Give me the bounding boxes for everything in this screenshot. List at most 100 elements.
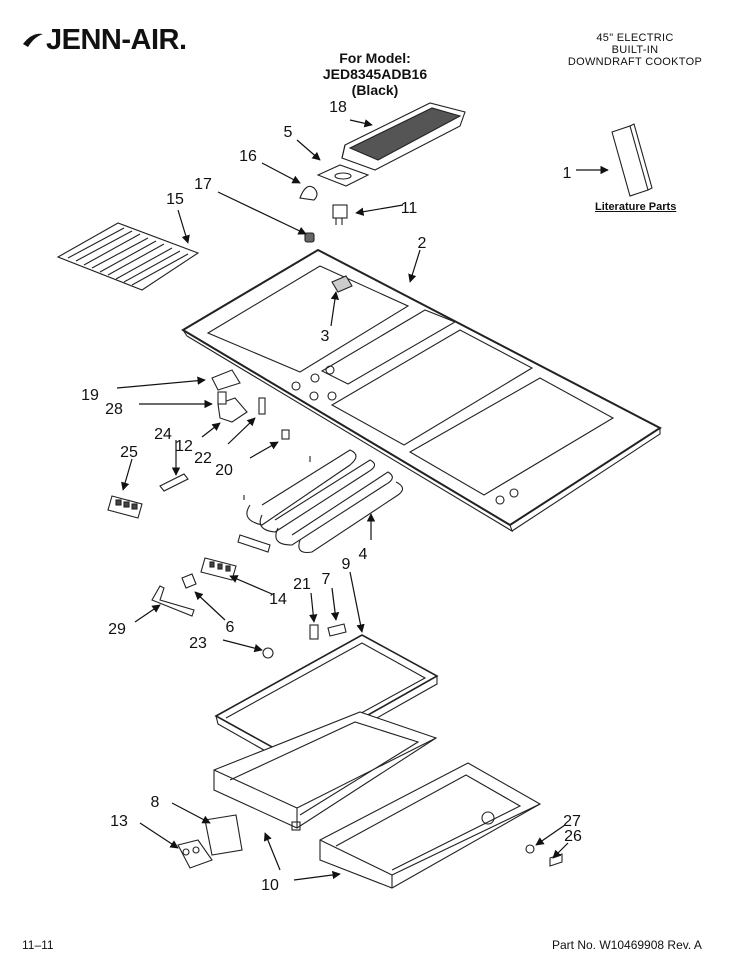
callout-number: 3 — [321, 328, 330, 345]
heating-element-part — [237, 449, 404, 554]
cooktop-frame-part — [181, 248, 662, 533]
callout-c27: 27 — [535, 813, 581, 846]
callout-number: 20 — [215, 462, 233, 479]
callout-c28: 28 — [105, 399, 213, 418]
product-title: 45" ELECTRIC BUILT-IN DOWNDRAFT COOKTOP — [560, 32, 710, 68]
callout-c1: 1 — [563, 165, 609, 182]
callout-arrow — [171, 802, 211, 824]
part-number: Part No. W10469908 Rev. A — [552, 938, 702, 952]
callout-c23: 23 — [189, 635, 263, 653]
callout-arrow — [349, 571, 365, 633]
bracket-strap-part — [151, 585, 195, 617]
model-color: (Black) — [351, 82, 399, 98]
callout-number: 4 — [359, 546, 368, 563]
callout-c26: 26 — [552, 828, 582, 859]
housing-left-part — [213, 711, 438, 831]
callout-c3: 3 — [321, 291, 340, 345]
callout-arrow — [293, 870, 341, 881]
callout-number: 28 — [105, 401, 123, 418]
grille-bracket-part — [316, 164, 370, 187]
callout-c20: 20 — [215, 441, 279, 479]
callout-arrow — [222, 639, 263, 653]
callout-c24: 24 — [154, 426, 181, 476]
knob-part — [299, 185, 318, 201]
callout-arrow — [408, 249, 421, 283]
callout-number: 12 — [175, 438, 193, 455]
callout-number: 17 — [194, 176, 212, 193]
washer-small-part — [525, 844, 535, 854]
callout-number: 18 — [329, 99, 347, 116]
callout-arrow — [355, 204, 404, 216]
callout-arrow — [309, 592, 318, 623]
housing-right-part — [319, 762, 542, 889]
grommet-part — [304, 232, 315, 243]
callout-number: 10 — [261, 877, 279, 894]
callout-number: 2 — [418, 235, 427, 252]
callout-c19: 19 — [81, 376, 206, 404]
control-module-part — [177, 839, 213, 869]
callout-number: 5 — [284, 124, 293, 141]
screw-part — [331, 275, 353, 293]
model-number: For Model: JED8345ADB16 — [322, 50, 428, 82]
callout-number: 1 — [563, 165, 572, 182]
callout-c2: 2 — [408, 235, 427, 283]
pin-part — [258, 397, 266, 415]
callout-number: 19 — [81, 387, 99, 404]
callout-number: 15 — [166, 191, 184, 208]
bolt-part — [327, 623, 347, 637]
callout-arrow — [139, 822, 179, 849]
product-title-line3: DOWNDRAFT COOKTOP — [567, 56, 703, 68]
callout-number: 25 — [120, 444, 138, 461]
callout-c16: 16 — [239, 148, 301, 184]
callout-number: 23 — [189, 635, 207, 652]
vent-grille-part — [341, 102, 466, 171]
callout-c10: 10 — [261, 870, 341, 894]
callout-c18: 18 — [329, 99, 373, 128]
callout-number: 9 — [342, 556, 351, 573]
callout-arrow — [229, 575, 273, 595]
callout-c17: 17 — [194, 176, 307, 235]
callout-c5: 5 — [284, 124, 321, 161]
callout-c22: 22 — [194, 417, 256, 467]
callout-number: 7 — [322, 571, 331, 588]
callout-c14: 14 — [229, 575, 287, 608]
callout-arrow — [116, 376, 206, 389]
callout-number: 24 — [154, 426, 172, 443]
callout-c6: 6 — [194, 591, 235, 636]
callout-arrow — [261, 162, 301, 184]
callout-c7: 7 — [322, 571, 340, 621]
callout-arrow — [194, 591, 226, 621]
callout-number: 13 — [110, 813, 128, 830]
grill-grate-part — [56, 222, 200, 291]
cover-plate-part — [204, 814, 243, 856]
clip-part — [281, 429, 290, 440]
callout-arrow — [177, 209, 190, 244]
callout-c4: 4 — [359, 513, 376, 563]
callout-arrow — [201, 422, 221, 438]
bracket-part — [211, 369, 241, 391]
callout-c10b — [263, 832, 281, 871]
callout-c11: 11 — [355, 200, 417, 217]
callout-c15: 15 — [166, 191, 190, 244]
callout-number: 8 — [151, 794, 160, 811]
callout-arrow — [349, 119, 373, 128]
terminal-block-part — [200, 557, 237, 581]
callout-number: 26 — [564, 828, 582, 845]
callout-number: 16 — [239, 148, 257, 165]
washer-part — [262, 647, 274, 659]
relay-part — [309, 624, 319, 640]
callout-c21: 21 — [293, 576, 318, 623]
cord-bracket-part — [159, 473, 189, 492]
model-label: For Model: JED8345ADB16 (Black) — [300, 50, 450, 98]
callout-arrow — [330, 587, 340, 621]
callout-c8: 8 — [151, 794, 211, 824]
brand-logo: JENN-AIR. — [46, 24, 187, 56]
callout-number: 29 — [108, 621, 126, 638]
callout-number: 22 — [194, 450, 212, 467]
callout-number: 6 — [226, 619, 235, 636]
callout-arrow — [217, 191, 307, 235]
literature-parts-label: Literature Parts — [595, 201, 677, 213]
callout-c12: 12 — [175, 422, 221, 455]
callout-arrow — [249, 441, 279, 459]
